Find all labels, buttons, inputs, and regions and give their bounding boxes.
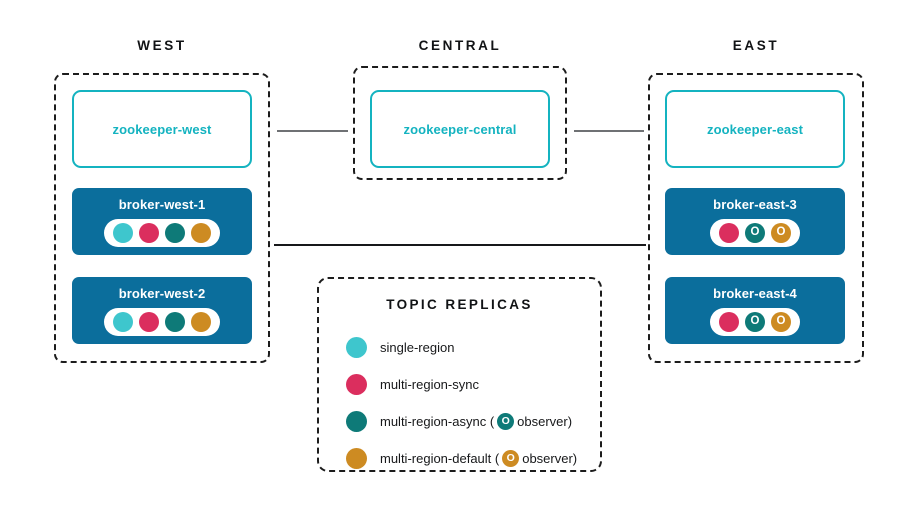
legend-item-label: single-region [380, 340, 455, 355]
broker-node-west-1-label: broker-west-1 [118, 196, 206, 212]
region-title-west: WEST [137, 38, 187, 53]
connector-west-central [277, 130, 348, 132]
legend-dot-icon [346, 337, 367, 358]
region-box-central [353, 66, 567, 180]
broker-node-east-4-label: broker-east-4 [713, 285, 797, 301]
zookeeper-node-east[interactable]: zookeeper-east [665, 90, 845, 168]
replica-dot-multi-region-sync [139, 222, 159, 243]
replica-dot-multi-region-async [165, 311, 185, 332]
replica-dot-multi-region-async [165, 222, 185, 243]
broker-node-west-1[interactable]: broker-west-1 [72, 188, 252, 255]
legend-title: TOPIC REPLICAS [386, 297, 533, 312]
replica-dot-multi-region-async-observer: O [745, 311, 765, 332]
broker-node-east-3-label: broker-east-3 [713, 196, 797, 212]
legend-item-label: multi-region-sync [380, 377, 479, 392]
replica-dot-multi-region-sync [719, 311, 739, 332]
replica-dot-multi-region-default-observer: O [771, 311, 791, 332]
legend-topic-replicas: TOPIC REPLICAS single-region multi-region… [317, 277, 602, 472]
legend-label-suffix: observer) [522, 451, 578, 466]
region-box-west [54, 73, 270, 363]
broker-node-west-2[interactable]: broker-west-2 [72, 277, 252, 344]
replica-dot-multi-region-default [191, 311, 211, 332]
legend-rows: single-region multi-region-sync multi-regi… [346, 329, 588, 477]
legend-dot-icon [346, 411, 367, 432]
legend-label-prefix: multi-region-default ( [380, 451, 500, 466]
region-title-central: CENTRAL [418, 38, 502, 53]
legend-label-prefix: multi-region-async ( [380, 414, 495, 429]
replica-pill-west-1 [104, 218, 220, 247]
legend-item: multi-region-sync [346, 366, 588, 403]
observer-dot-icon: O [497, 413, 515, 430]
replica-dot-single-region [113, 311, 133, 332]
region-box-east [648, 73, 864, 363]
legend-dot-icon [346, 448, 367, 469]
replica-dot-multi-region-sync [719, 222, 739, 243]
legend-label-suffix: observer) [517, 414, 573, 429]
zookeeper-node-west[interactable]: zookeeper-west [72, 90, 252, 168]
connector-central-east [574, 130, 644, 132]
replica-dot-multi-region-default [191, 222, 211, 243]
broker-node-west-2-label: broker-west-2 [118, 285, 206, 301]
observer-dot-icon: O [502, 450, 520, 467]
replica-dot-single-region [113, 222, 133, 243]
replica-dot-multi-region-default-observer: O [771, 222, 791, 243]
legend-dot-icon [346, 374, 367, 395]
zookeeper-node-west-label: zookeeper-west [112, 121, 212, 137]
legend-item: single-region [346, 329, 588, 366]
zookeeper-node-east-label: zookeeper-east [706, 121, 804, 137]
region-title-east: EAST [732, 38, 780, 53]
zookeeper-node-central[interactable]: zookeeper-central [370, 90, 550, 168]
replica-pill-west-2 [104, 307, 220, 336]
replica-dot-multi-region-sync [139, 311, 159, 332]
connector-west-east-brokers [274, 244, 646, 246]
replica-dot-multi-region-async-observer: O [745, 222, 765, 243]
zookeeper-node-central-label: zookeeper-central [403, 121, 517, 137]
